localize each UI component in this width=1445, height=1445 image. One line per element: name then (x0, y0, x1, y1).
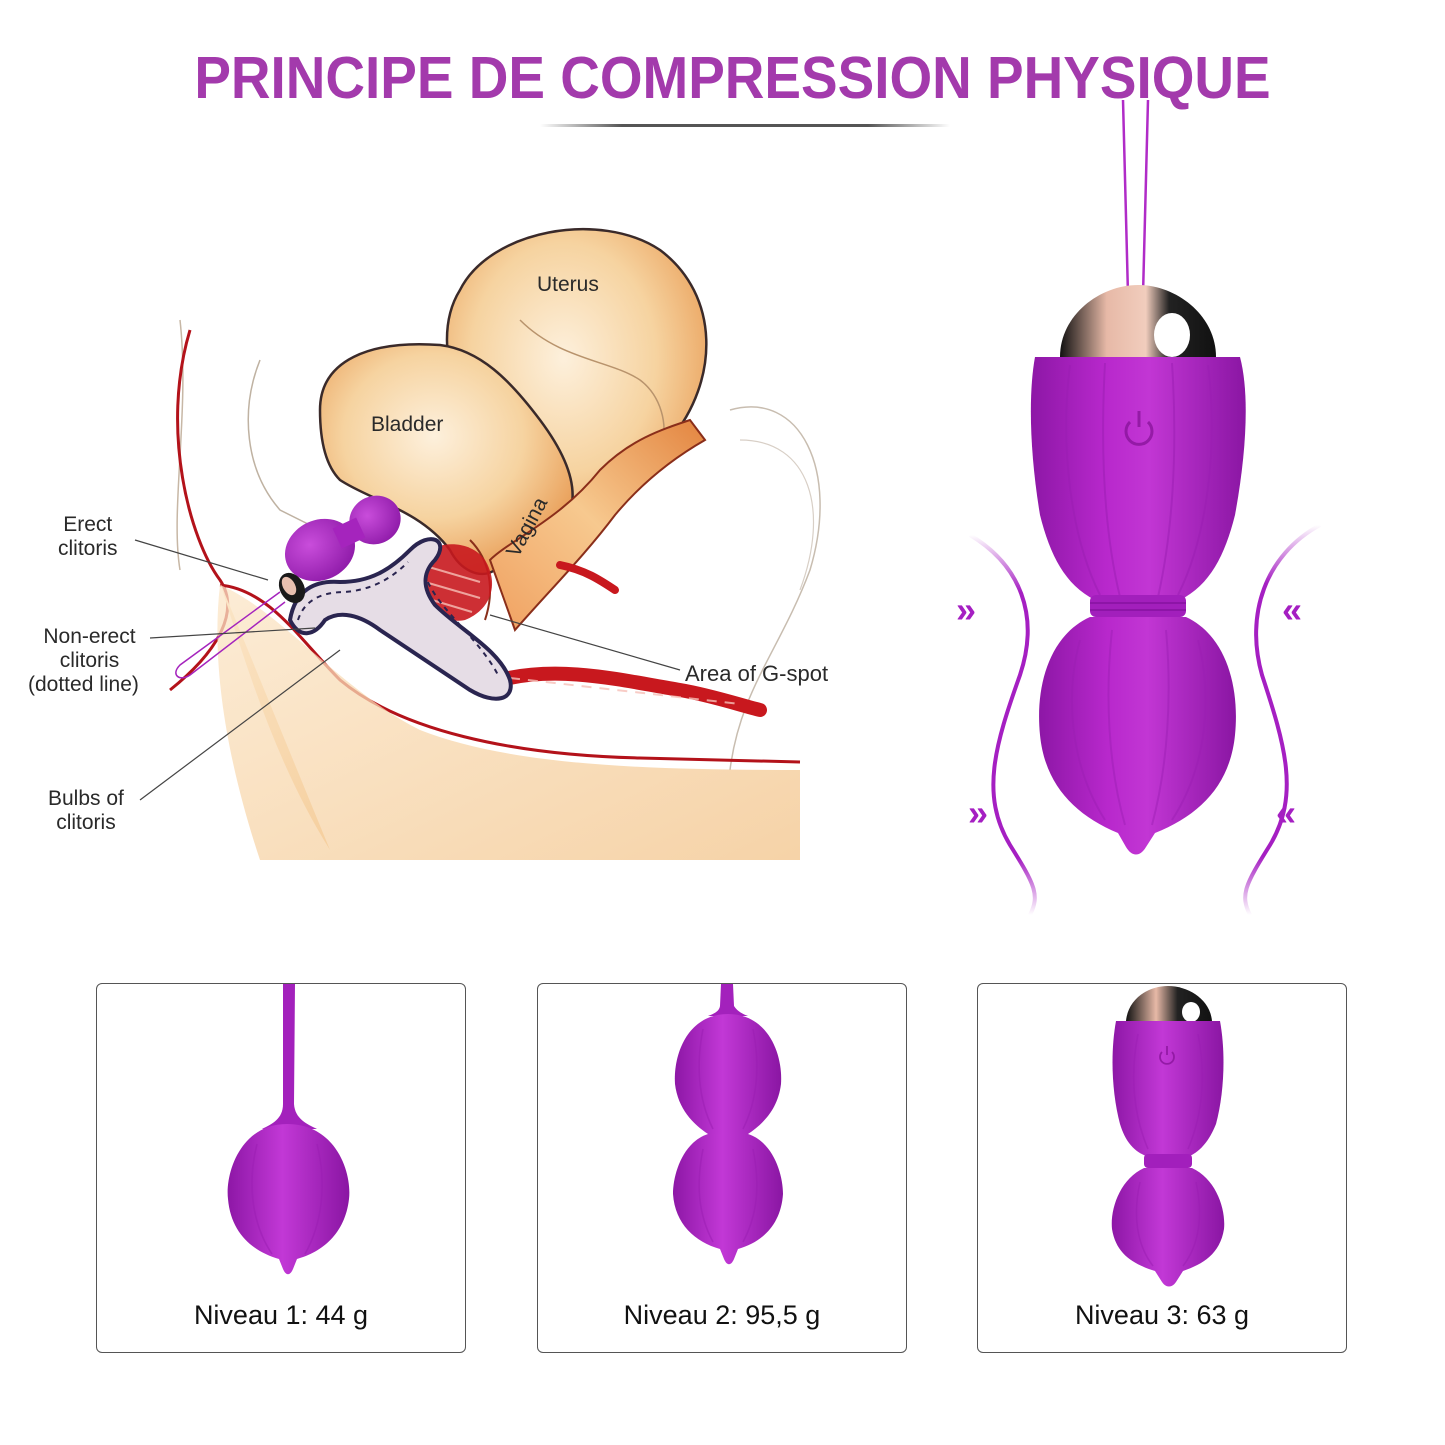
level-3-caption: Niveau 3: 63 g (1074, 1300, 1250, 1330)
power-icon (1159, 1046, 1175, 1065)
right-arrows-top: « (1282, 589, 1303, 630)
anatomy-illustration (134, 228, 821, 860)
hero-product: » « » « (940, 95, 1340, 925)
level-1-caption: Niveau 1: 44 g (193, 1300, 369, 1330)
double-ball-illustration (673, 984, 783, 1265)
page-title: PRINCIPE DE COMPRESSION PHYSIQUE (194, 45, 1271, 111)
non-erect-line3: (dotted line) (28, 673, 139, 696)
erect-clitoris-line2: clitoris (58, 537, 118, 560)
non-erect-line2: clitoris (59, 649, 120, 672)
erect-clitoris-label: Erect clitoris (58, 513, 118, 561)
anatomy-diagram: Uterus Bladder Vagina Erect clitoris Non… (28, 210, 880, 860)
non-erect-line1: Non-erect (43, 625, 136, 648)
bulbs-line1: Bulbs of (48, 787, 124, 810)
title-divider (540, 124, 950, 127)
bulbs-line2: clitoris (56, 811, 116, 834)
right-arrows-bottom: « (1276, 792, 1297, 833)
hero-product-illustration (968, 99, 1321, 916)
g-spot-label: Area of G-spot (685, 661, 829, 686)
left-arrows-bottom: » (968, 792, 989, 833)
non-erect-clitoris-label: Non-erect clitoris (dotted line) (28, 625, 139, 697)
power-icon (1124, 411, 1154, 446)
bulbs-of-clitoris-label: Bulbs of clitoris (48, 787, 124, 835)
left-arrows-top: » (956, 589, 977, 630)
bladder-label: Bladder (371, 413, 444, 436)
vibrating-double-ball-illustration (1111, 986, 1225, 1287)
level-card-1: Niveau 1: 44 g (96, 983, 466, 1353)
erect-clitoris-line1: Erect (63, 513, 113, 536)
level-card-3: Niveau 3: 63 g (977, 983, 1347, 1353)
inserted-product-icon (175, 495, 401, 679)
level-2-caption: Niveau 2: 95,5 g (623, 1300, 821, 1330)
level-card-2: Niveau 2: 95,5 g (537, 983, 907, 1353)
uterus-label: Uterus (537, 273, 599, 296)
single-ball-illustration (227, 984, 350, 1275)
